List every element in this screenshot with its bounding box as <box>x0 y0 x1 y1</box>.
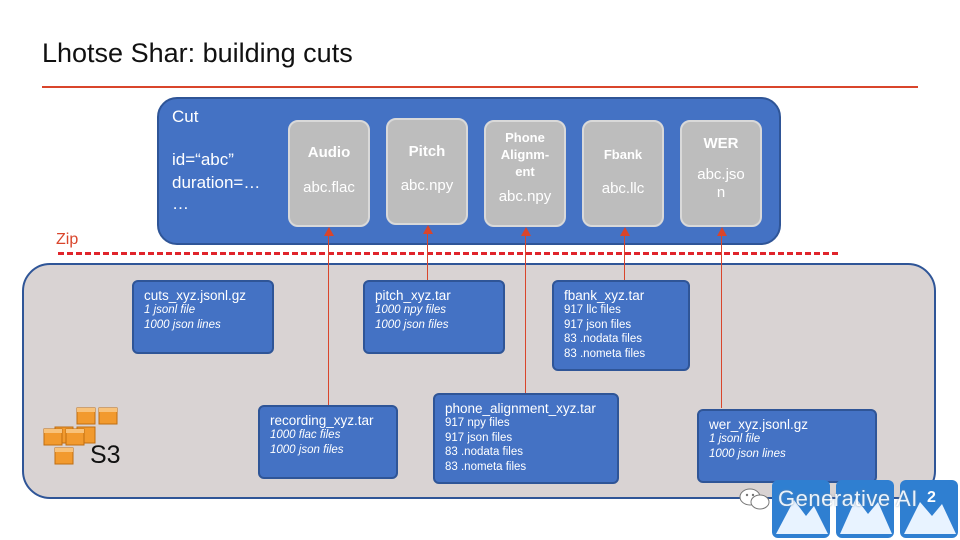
arrow-head-fbank <box>620 227 630 236</box>
s3-file-name: fbank_xyz.tar <box>564 288 645 303</box>
cut-id-line: id=“abc” <box>172 150 234 169</box>
s3-file-detail: 1000 json lines <box>144 318 221 331</box>
s3-file-detail: 1000 json lines <box>709 447 786 460</box>
s3-file-detail: 83 .nometa files <box>445 460 527 473</box>
cut-container <box>157 97 781 245</box>
wechat-icon <box>739 488 770 510</box>
field-phone-alignment-file: abc.npy <box>498 188 552 205</box>
field-pitch-file: abc.npy <box>400 177 454 194</box>
field-pitch: Pitch abc.npy <box>386 118 468 225</box>
arrow-phone-alignment-to-field <box>525 236 526 394</box>
s3-file-name: pitch_xyz.tar <box>375 288 451 303</box>
s3-file-detail: 917 json files <box>564 318 632 331</box>
field-phone-alignment: Phone Alignm- ent abc.npy <box>484 120 566 227</box>
mountain-watermark-icon: 2 <box>772 480 958 538</box>
s3-file-recording: recording_xyz.tar 1000 flac files 1000 j… <box>258 405 398 479</box>
title-divider <box>42 86 918 88</box>
arrow-head-phone-alignment <box>521 227 531 236</box>
arrow-recording-to-audio <box>328 236 329 406</box>
s3-file-detail: 1000 json files <box>270 443 344 456</box>
cut-ellipsis: … <box>172 194 189 213</box>
s3-label: S3 <box>90 441 121 469</box>
field-pitch-name: Pitch <box>408 143 446 160</box>
field-audio-name: Audio <box>307 144 351 161</box>
s3-file-detail: 83 .nodata files <box>445 446 524 458</box>
zip-label: Zip <box>56 231 79 248</box>
s3-file-name: recording_xyz.tar <box>270 413 374 428</box>
s3-file-detail: 1 jsonl file <box>144 304 196 316</box>
cut-duration-line: duration=… <box>172 173 261 192</box>
s3-file-name: cuts_xyz.jsonl.gz <box>144 288 247 303</box>
s3-cubes-icon <box>43 407 118 465</box>
s3-file-detail: 917 llc files <box>564 304 621 316</box>
field-audio-file: abc.flac <box>303 179 355 196</box>
s3-file-detail: 83 .nodata files <box>564 333 643 345</box>
field-wer-name: WER <box>703 135 739 152</box>
s3-file-detail: 1000 flac files <box>270 429 341 441</box>
arrow-head-wer <box>717 227 727 236</box>
page-title: Lhotse Shar: building cuts <box>42 38 353 68</box>
watermark-text: Generative AI <box>778 486 918 511</box>
field-fbank-file: abc.llc <box>601 180 645 197</box>
arrow-fbank-to-field <box>624 236 625 280</box>
arrow-pitch-to-pitch <box>427 234 428 280</box>
s3-file-fbank: fbank_xyz.tar 917 llc files 917 json fil… <box>552 280 690 371</box>
s3-file-detail: 83 .nometa files <box>564 347 646 360</box>
arrow-head-pitch <box>423 225 433 234</box>
s3-file-detail: 1 jsonl file <box>709 433 761 445</box>
zip-divider <box>58 252 838 255</box>
s3-file-pitch: pitch_xyz.tar 1000 npy files 1000 json f… <box>363 280 505 354</box>
s3-file-cuts: cuts_xyz.jsonl.gz 1 jsonl file 1000 json… <box>132 280 274 354</box>
field-fbank-name: Fbank <box>603 147 643 162</box>
s3-file-name: phone_alignment_xyz.tar <box>445 401 596 416</box>
arrow-wer-to-field <box>721 236 722 408</box>
field-wer: WER abc.json <box>680 120 762 227</box>
s3-file-detail: 1000 npy files <box>375 304 446 316</box>
s3-file-phone-alignment: phone_alignment_xyz.tar 917 npy files 91… <box>433 393 619 484</box>
s3-file-name: wer_xyz.jsonl.gz <box>709 417 809 432</box>
field-audio: Audio abc.flac <box>288 120 370 227</box>
field-fbank: Fbank abc.llc <box>582 120 664 227</box>
s3-file-wer: wer_xyz.jsonl.gz 1 jsonl file 1000 json … <box>697 409 877 483</box>
field-phone-alignment-name: Phone Alignm- ent <box>500 130 550 179</box>
s3-file-detail: 1000 json files <box>375 318 449 331</box>
s3-file-detail: 917 json files <box>445 431 513 444</box>
arrow-head-audio <box>324 227 334 236</box>
svg-text:2: 2 <box>927 489 936 506</box>
field-wer-file: abc.json <box>697 166 745 201</box>
cut-label: Cut <box>172 107 199 126</box>
s3-file-detail: 917 npy files <box>445 417 510 429</box>
